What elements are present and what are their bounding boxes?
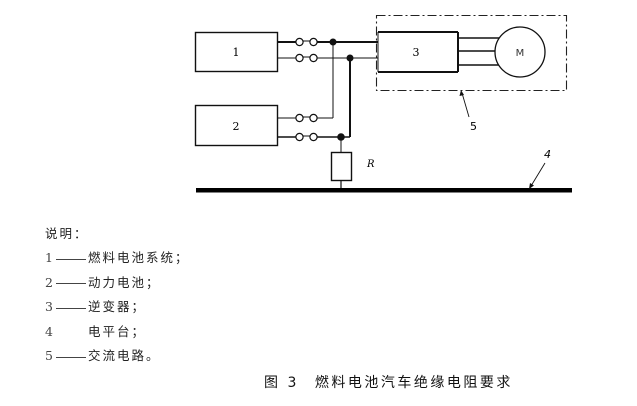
figure-caption: 图 3 燃料电池汽车绝缘电阻要求 [264,372,513,392]
box-1-label: 1 [233,46,240,59]
legend-item-text: 燃料电池系统； [88,250,190,266]
legend-item-number: 1 [45,250,53,266]
legend-dash [56,307,86,309]
legend-item-number: 3 [45,299,53,315]
legend-item-text: 逆变器； [88,299,147,315]
junction-dot [337,133,345,141]
junction-dot [346,54,354,62]
legend-item-number: 2 [45,274,53,290]
box-2-label: 2 [233,120,240,133]
legend-item: 3 逆变器； [45,295,190,319]
motor-icon: M [494,26,546,78]
resistor-icon: R [330,151,375,189]
insulation-resistance-diagram: 1 2 [194,14,572,193]
figure-number: 图 3 [264,375,299,391]
legend-item-text: 交流电路。 [88,347,161,363]
legend: 说明： 1 燃料电池系统； 2 动力电池； 3 逆变器； 4 电平台； 5 交流… [45,222,190,368]
legend-dash [56,332,86,333]
ac-circuit-boundary [375,14,568,92]
box-3-label: 3 [413,46,420,59]
motor-label: M [516,48,525,59]
legend-dash [56,283,86,285]
legend-item: 4 电平台； [45,320,190,344]
legend-item-number: 5 [45,347,53,363]
inverter-box: 3 [377,31,459,73]
legend-item: 1 燃料电池系统； [45,246,190,270]
callout-5-label: 5 [470,120,477,133]
fuse-icon [295,113,318,123]
electrical-platform-bar [196,188,572,193]
legend-title: 说明： [45,226,89,241]
fuse-icon [295,132,318,142]
fuse-icon [295,53,318,63]
fuse-icon [295,37,318,47]
legend-item-number: 4 [45,323,53,339]
three-phase-wires [459,37,501,66]
junction-dot [329,38,337,46]
box-1-wires [277,41,378,59]
resistor-label: R [366,159,375,170]
legend-item: 5 交流电路。 [45,344,190,368]
callout-4-label: 4 [544,148,551,161]
legend-item-text: 动力电池； [88,274,161,290]
legend-item-text: 电平台； [88,323,147,339]
figure-title: 燃料电池汽车绝缘电阻要求 [314,375,513,391]
callout-4: 4 [529,148,551,189]
box-2-wires [277,42,351,152]
callout-5: 5 [459,90,477,133]
power-battery-box: 2 [194,104,279,147]
fuel-cell-system-box: 1 [194,31,279,73]
legend-dash [56,259,86,261]
legend-item: 2 动力电池； [45,271,190,295]
legend-dash [56,356,86,358]
